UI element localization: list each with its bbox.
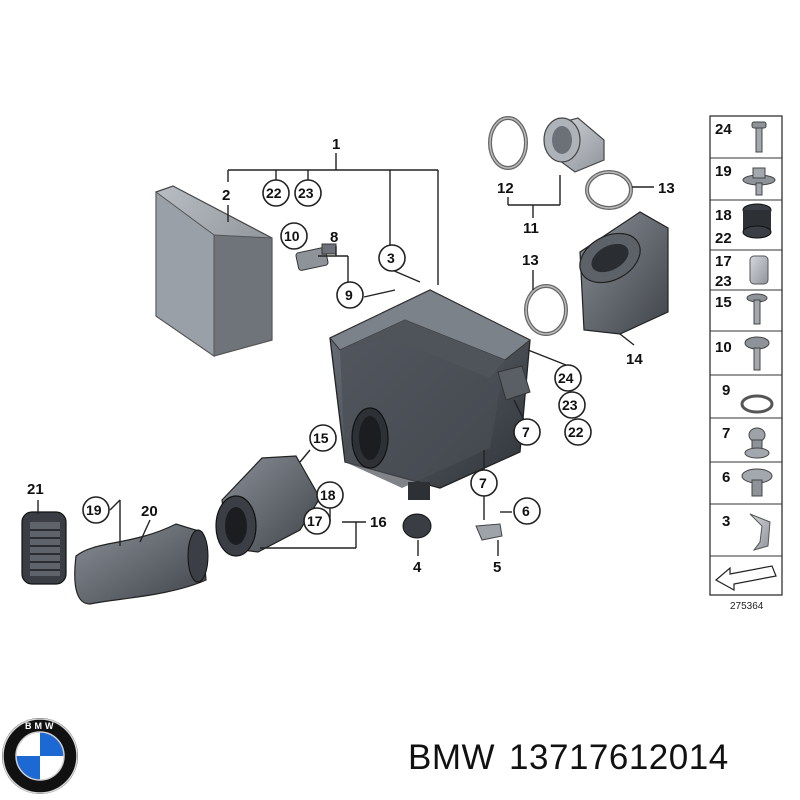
caption-brand: BMW bbox=[408, 738, 496, 777]
callout-9: 9 bbox=[345, 287, 353, 303]
table-label-7: 7 bbox=[722, 425, 730, 442]
hose-clamp-13-lower bbox=[524, 284, 568, 336]
direction-arrow-icon bbox=[714, 565, 777, 592]
rubber-mount-4 bbox=[402, 513, 432, 539]
rubber-buffer-icon-7 bbox=[744, 427, 770, 459]
callout-10: 10 bbox=[284, 228, 300, 244]
mass-airflow-sensor bbox=[543, 117, 605, 173]
bolt-icon-24 bbox=[751, 121, 767, 153]
screw-icon-10 bbox=[744, 336, 770, 371]
callout-23-right: 23 bbox=[562, 397, 578, 413]
table-label-18: 18 bbox=[715, 207, 732, 224]
callout-23-top: 23 bbox=[298, 185, 314, 201]
o-ring-icon-9 bbox=[740, 394, 774, 414]
callout-24: 24 bbox=[558, 370, 574, 386]
bmw-logo: BMW bbox=[2, 718, 78, 794]
callout-3: 3 bbox=[387, 250, 395, 266]
callout-7-lower: 7 bbox=[479, 475, 487, 491]
hose-clamp-13-upper bbox=[585, 170, 633, 210]
bmw-logo-text: BMW bbox=[25, 721, 57, 731]
diagram-number: 275364 bbox=[730, 601, 764, 612]
table-label-24: 24 bbox=[715, 121, 732, 138]
callout-14: 14 bbox=[626, 351, 643, 368]
callout-5: 5 bbox=[493, 559, 501, 576]
callout-21: 21 bbox=[27, 481, 44, 498]
callout-13-upper: 13 bbox=[658, 180, 675, 197]
callout-17: 17 bbox=[307, 513, 323, 529]
callout-20: 20 bbox=[141, 503, 158, 520]
callout-7-upper: 7 bbox=[522, 424, 530, 440]
air-filter-element bbox=[155, 185, 273, 357]
circled-callouts: 22 23 10 3 9 24 23 22 7 7 6 15 18 17 19 bbox=[82, 179, 592, 535]
clip-5 bbox=[475, 523, 503, 541]
callout-19: 19 bbox=[86, 502, 102, 518]
table-label-15: 15 bbox=[715, 294, 732, 311]
air-filter-housing bbox=[329, 289, 531, 500]
table-label-3: 3 bbox=[722, 513, 730, 530]
callout-12: 12 bbox=[497, 180, 514, 197]
table-label-17: 17 bbox=[715, 253, 732, 270]
callout-11: 11 bbox=[523, 220, 539, 237]
callout-18: 18 bbox=[320, 487, 336, 503]
part-caption: BMW 13717612014 bbox=[408, 738, 743, 778]
caption-part-number: 13717612014 bbox=[509, 738, 729, 777]
callout-22-top: 22 bbox=[266, 185, 282, 201]
callout-22-right: 22 bbox=[568, 424, 584, 440]
expanding-rivet-icon-6 bbox=[741, 468, 773, 497]
grommet-icon-18-22 bbox=[742, 203, 772, 239]
table-label-22: 22 bbox=[715, 230, 732, 247]
leader-lines bbox=[37, 153, 654, 556]
table-label-23: 23 bbox=[715, 273, 732, 290]
sleeve-icon-17-23 bbox=[749, 255, 769, 285]
intake-duct-lower bbox=[74, 523, 209, 605]
table-label-10: 10 bbox=[715, 339, 732, 356]
parts-table: 24 19 18 22 17 23 15 10 9 7 6 3 bbox=[709, 115, 783, 612]
callout-4: 4 bbox=[413, 559, 422, 576]
callout-1: 1 bbox=[332, 136, 340, 153]
flange-bolt-icon-19 bbox=[742, 167, 776, 196]
callout-16: 16 bbox=[370, 514, 387, 531]
callout-13-lower: 13 bbox=[522, 252, 539, 269]
callout-numbers: 1 2 8 11 12 13 13 14 16 20 21 4 5 bbox=[27, 136, 675, 576]
callout-15: 15 bbox=[313, 430, 329, 446]
hose-clamp-12 bbox=[488, 116, 528, 170]
temperature-sensor bbox=[295, 243, 337, 271]
table-label-6: 6 bbox=[722, 469, 730, 486]
callout-2: 2 bbox=[222, 187, 230, 204]
table-label-9: 9 bbox=[722, 382, 730, 399]
intake-resonator bbox=[215, 455, 321, 557]
intake-duct-upper bbox=[579, 211, 669, 335]
callout-8: 8 bbox=[330, 229, 338, 246]
air-intake-grille bbox=[21, 511, 67, 585]
callout-6: 6 bbox=[522, 503, 530, 519]
clip-icon-3 bbox=[749, 513, 771, 551]
table-label-19: 19 bbox=[715, 163, 732, 180]
screw-icon-15 bbox=[746, 293, 768, 325]
